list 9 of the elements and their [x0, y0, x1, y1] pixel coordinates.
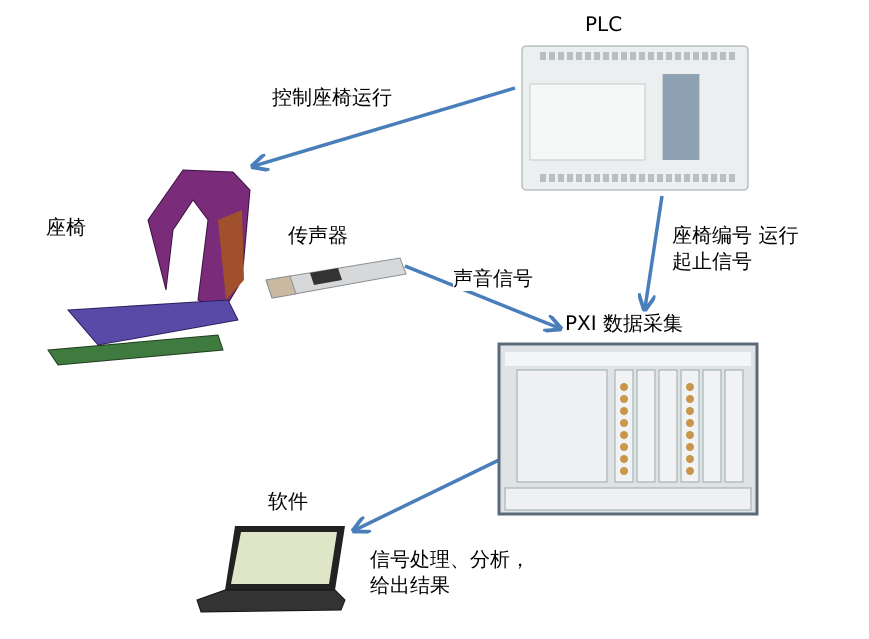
arrow [350, 458, 500, 534]
node-heading: PLC [585, 12, 622, 36]
node-heading: 座椅 [46, 214, 86, 241]
arrow [404, 264, 564, 333]
arrow [636, 196, 664, 314]
node-heading: 软件 [268, 488, 308, 515]
node-heading: PXI 数据采集 [565, 310, 684, 337]
node-heading: 传声器 [288, 222, 348, 249]
arrow [248, 86, 516, 172]
